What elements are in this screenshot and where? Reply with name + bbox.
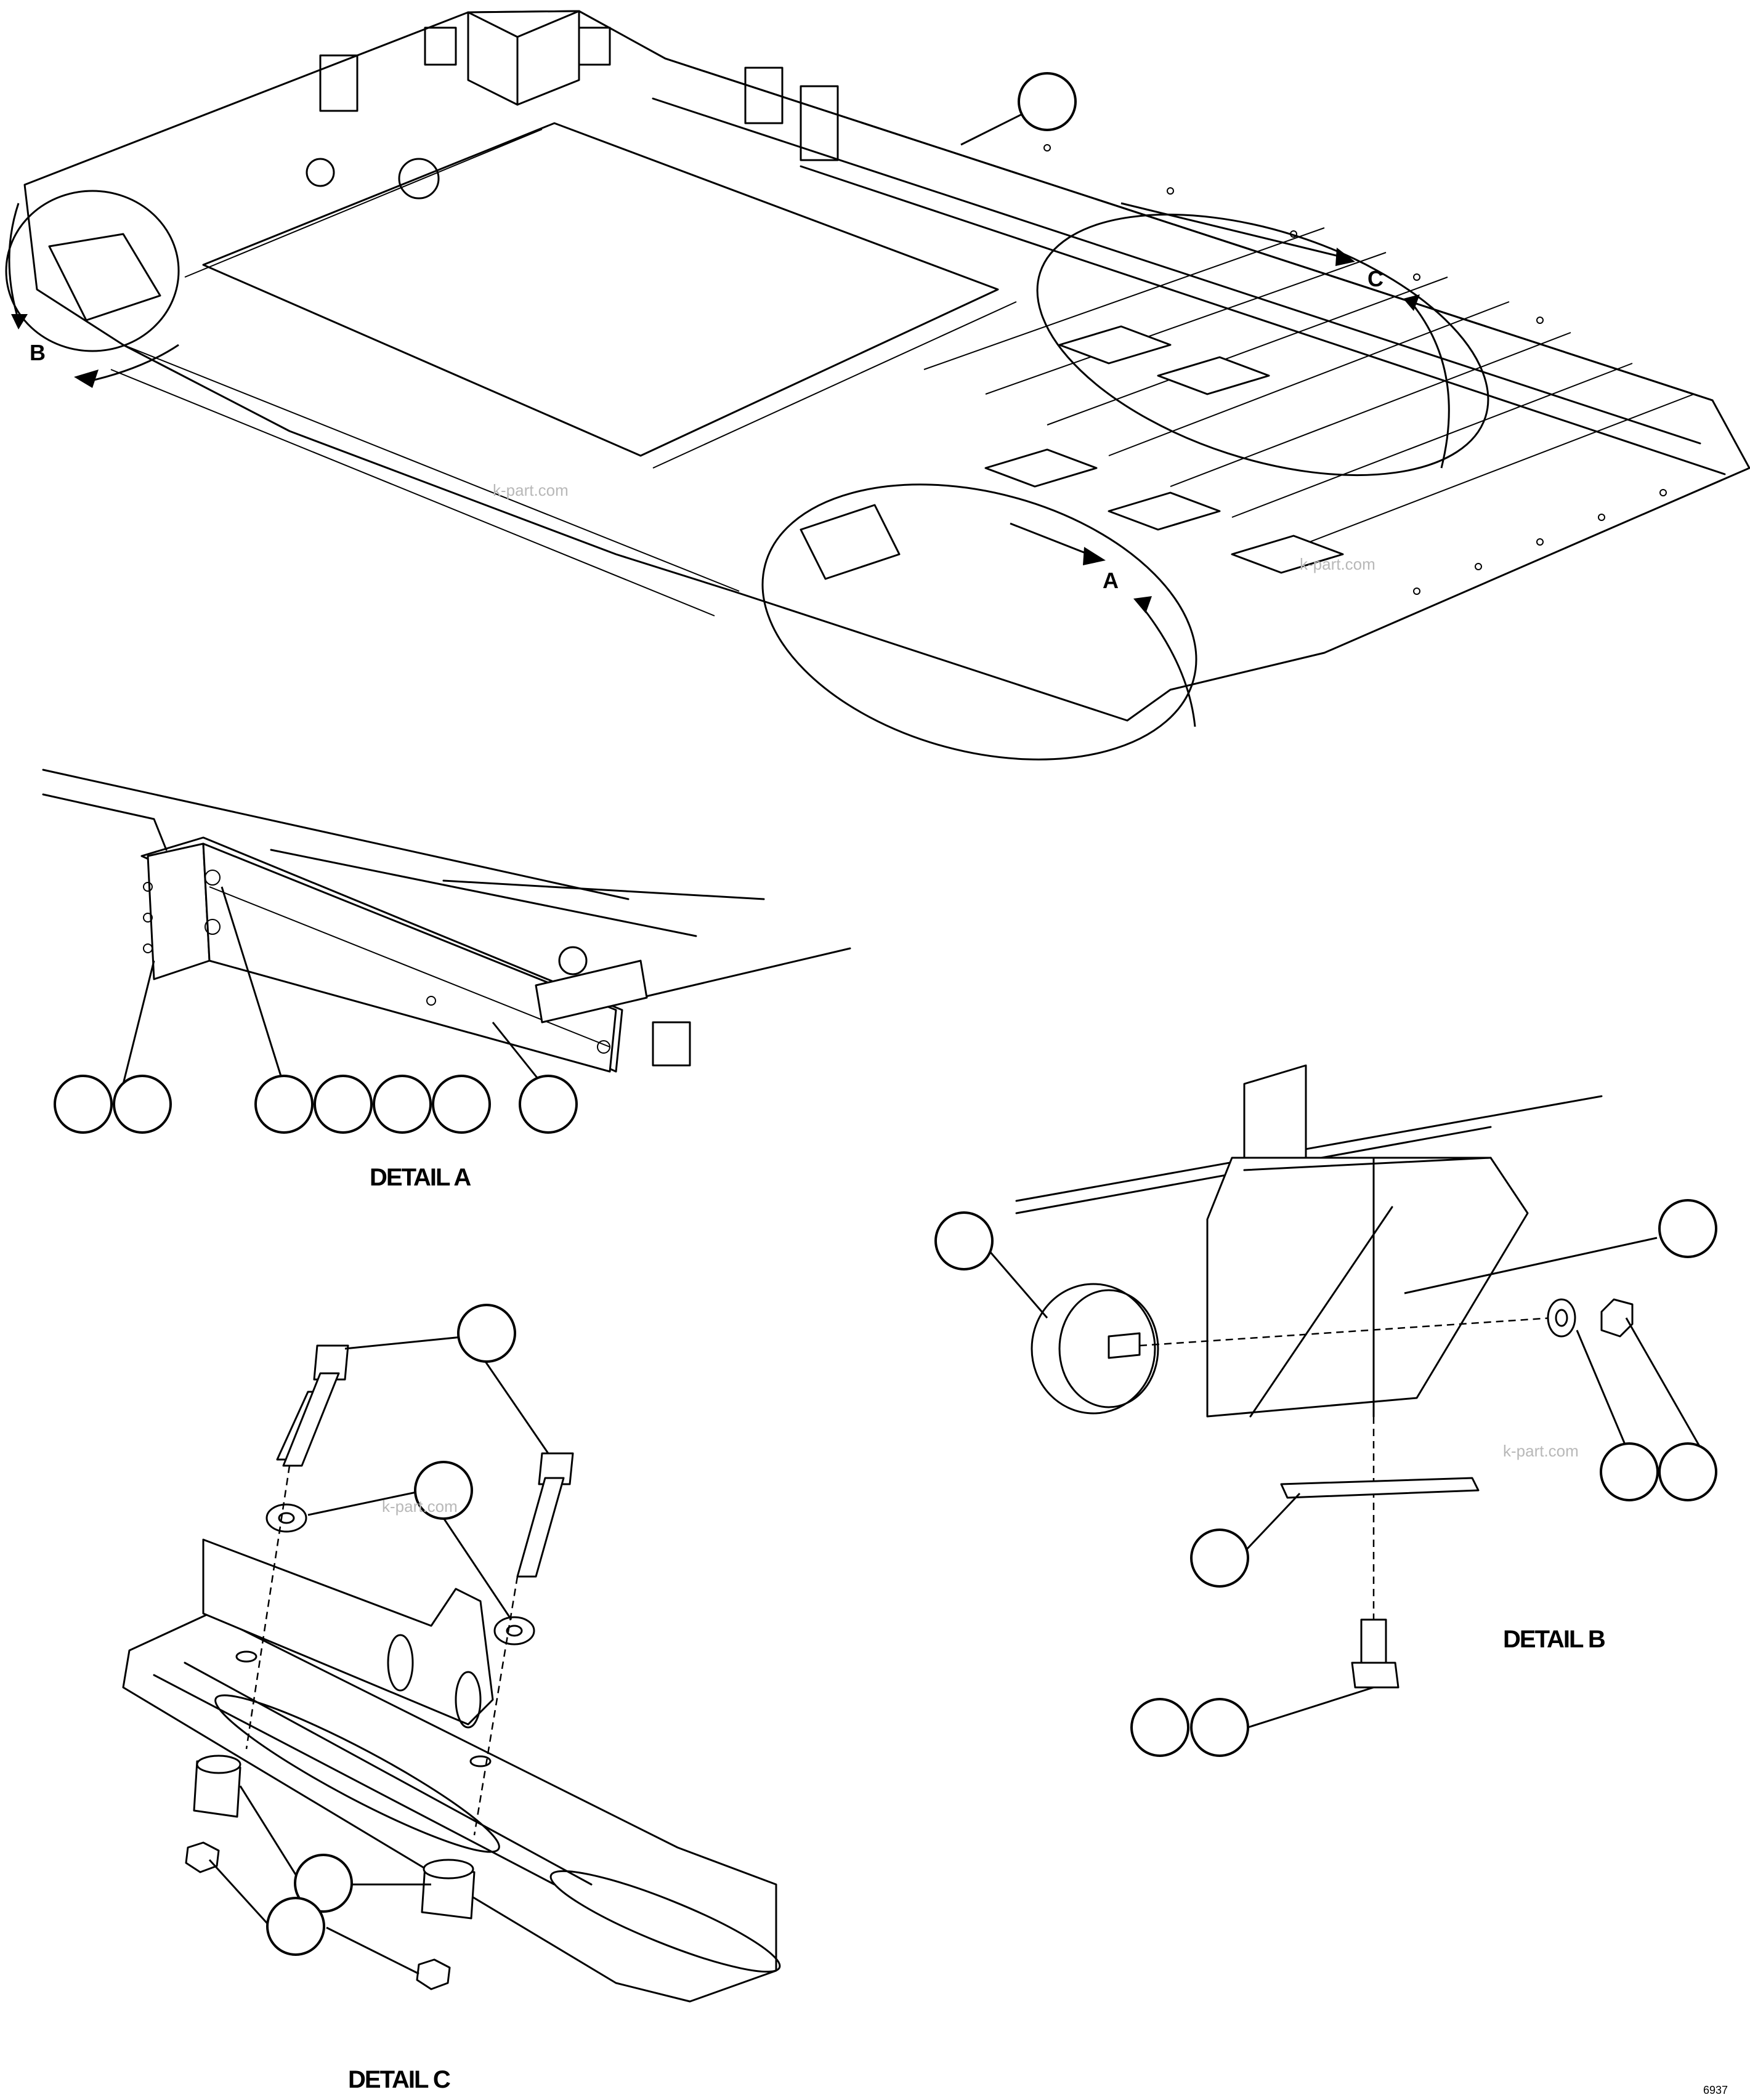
callout-bubble-a6 [432,1075,491,1134]
callout-bubble-b7 [1190,1698,1249,1757]
nut-part-b [1600,1298,1634,1338]
detail-a-ellipse [761,483,1197,761]
washer-part-c1 [265,1503,307,1533]
detail-b-caption: DETAIL B [1503,1626,1605,1653]
callout-bubble-a4 [314,1075,373,1134]
callout-bubble-a7 [519,1075,578,1134]
detail-b-view: DETAIL B k-part.com [934,1064,1717,1757]
detail-c-letter: C [1367,266,1383,291]
watermark-detail-b: k-part.com [1503,1442,1579,1460]
arrowhead-c-right [1335,248,1355,266]
bolt-part-c2 [538,1452,574,1485]
callout-bubble-b1 [934,1211,994,1270]
callout-bubble-c1 [457,1304,516,1363]
arrowhead-a-right [1083,547,1106,565]
washer-part-c2 [493,1616,535,1646]
nut-part-c2 [416,1958,451,1990]
callout-bubble-a3 [254,1075,314,1134]
spacer-plate-part [1280,1477,1480,1499]
callout-bubble-b2 [1658,1199,1717,1258]
callout-bubble-a1 [54,1075,113,1134]
detail-c-caption: DETAIL C [348,2066,450,2093]
watermark-main: k-part.com [493,481,569,499]
callout-bubble-c4 [266,1897,325,1956]
arrowhead-a-up [1133,596,1152,613]
detail-b-letter: B [30,340,46,365]
nut-part-c1 [185,1841,220,1873]
detail-a-letter: A [1103,568,1119,593]
callout-bubble-b4 [1658,1442,1717,1501]
callout-bubble-c2 [414,1461,473,1520]
watermark-main-2: k-part.com [1300,555,1375,573]
callout-bubble-b5 [1190,1529,1249,1588]
callout-bubble-b6 [1130,1698,1189,1757]
callout-bubble-a5 [373,1075,432,1134]
callout-bubble-c3 [294,1854,353,1913]
watermark-detail-c: k-part.com [382,1497,458,1516]
bolt-part-b [1360,1618,1387,1664]
arrowhead-b-down [11,314,28,329]
main-frame-view: B C A k-part.com k-part.com [5,10,1750,761]
figure-reference: 6937 [1703,2084,1728,2096]
detail-a-caption: DETAIL A [370,1164,471,1191]
callout-bubble-a2 [113,1075,172,1134]
callout-bubble-frame [1018,72,1077,131]
arrowhead-c-up [1403,294,1420,311]
callout-bubble-b3 [1600,1442,1659,1501]
detail-a-view: DETAIL A [42,769,851,1191]
detail-c-view: DETAIL C k-part.com [122,1304,781,2093]
washer-part-b [1547,1298,1576,1338]
rubber-pad-part [1031,1283,1156,1415]
detail-c-ellipse [1036,213,1489,477]
detail-b-circle [5,190,180,352]
arrowhead-b-left [74,370,99,388]
